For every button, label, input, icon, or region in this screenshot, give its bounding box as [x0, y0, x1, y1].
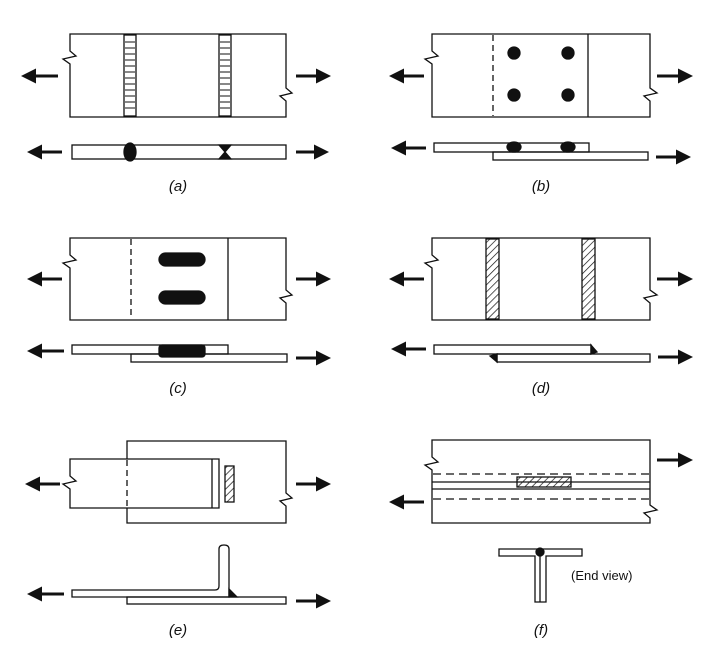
- plate-a-top: [63, 34, 292, 117]
- panel-f: [392, 440, 690, 602]
- slot-weld: [159, 253, 205, 266]
- fillet-weld-section: [536, 548, 544, 556]
- spot-weld-section: [561, 142, 575, 152]
- panel-c: [30, 238, 328, 362]
- panel-d: [392, 238, 690, 362]
- panel-e: [28, 441, 328, 604]
- spot-weld: [508, 47, 520, 59]
- label-c: (c): [158, 380, 198, 397]
- fillet-weld-hatch: [582, 239, 595, 319]
- label-f: (f): [521, 622, 561, 639]
- label-e: (e): [158, 622, 198, 639]
- label-a: (a): [158, 178, 198, 195]
- spot-weld: [562, 89, 574, 101]
- plate-e-angle: [63, 459, 219, 508]
- fillet-weld-section: [229, 589, 237, 597]
- panel-b: [392, 34, 690, 160]
- slot-weld: [159, 291, 205, 304]
- label-d: (d): [521, 380, 561, 397]
- weld-a-double-v: [219, 145, 231, 159]
- plate-c-top: [63, 238, 292, 320]
- weld-bead-left: [124, 35, 136, 116]
- plate-a-edge: [72, 145, 286, 159]
- plate-d-edge-lower: [497, 354, 650, 362]
- plate-b-edge-lower: [493, 152, 648, 160]
- angle-edge: [72, 545, 229, 597]
- slot-weld-section: [159, 345, 205, 357]
- fillet-weld-section: [490, 354, 497, 362]
- fillet-weld-hatch: [225, 466, 234, 502]
- plate-d-edge-upper: [434, 345, 591, 354]
- plate-c-edge-lower: [131, 354, 287, 362]
- fillet-weld-hatch: [486, 239, 499, 319]
- label-b: (b): [521, 178, 561, 195]
- spot-weld-section: [507, 142, 521, 152]
- spot-weld: [508, 89, 520, 101]
- weld-bead-right: [219, 35, 231, 116]
- weld-a-single-v: [124, 143, 136, 161]
- panel-a: [24, 34, 328, 161]
- end-view-caption: (End view): [571, 568, 632, 583]
- plate-e-edge: [127, 597, 286, 604]
- plate-d-top: [425, 238, 657, 320]
- spot-weld: [562, 47, 574, 59]
- plate-b-top: [425, 34, 657, 117]
- fillet-weld-hatch: [517, 477, 571, 487]
- fillet-weld-section: [591, 345, 597, 354]
